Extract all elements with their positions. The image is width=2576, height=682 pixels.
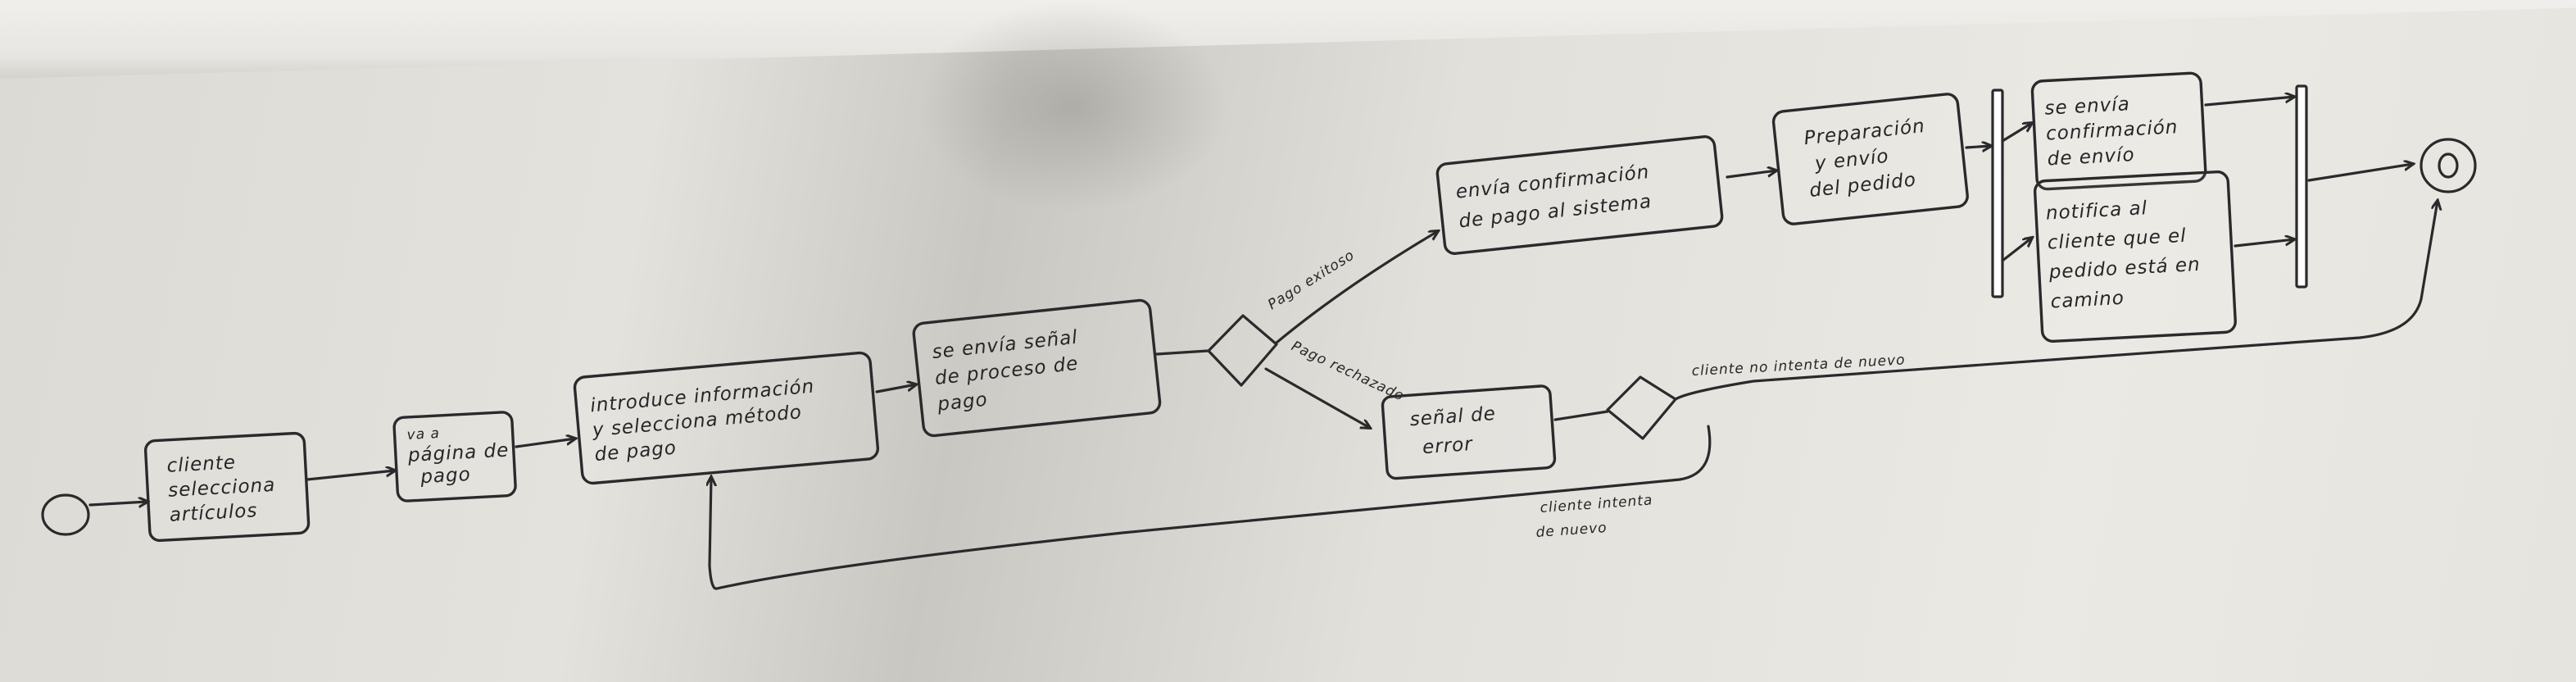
- a1-line1: cliente: [166, 452, 237, 476]
- activity-confirmacion-envio: se envía confirmación de envío: [2030, 71, 2207, 191]
- a9-line2: error: [1422, 434, 1474, 458]
- end-node-outer: [2420, 138, 2477, 193]
- edge-a3-a4: [875, 384, 916, 393]
- edge-a8-join: [2234, 239, 2294, 248]
- edge-fork-a8: [2001, 238, 2032, 262]
- edge-intenta-de-nuevo: [710, 425, 1712, 590]
- activity-cliente-selecciona: cliente selecciona artículos: [143, 431, 311, 543]
- activity-va-a-pagina: va a página de pago: [392, 411, 517, 502]
- start-node: [41, 493, 90, 536]
- activity-introduce-informacion: introduce información y selecciona métod…: [573, 351, 880, 485]
- end-node-inner: [2438, 152, 2459, 179]
- a8-line4: camino: [2050, 288, 2125, 313]
- edge-error-decision: [1553, 410, 1609, 421]
- activity-notifica-cliente: notifica al cliente que el pedido está e…: [2033, 170, 2237, 343]
- edge-a5-a6: [1726, 170, 1776, 179]
- edge-no-intenta: [1674, 201, 2438, 401]
- edge-a6-fork: [1965, 146, 1991, 148]
- activity-envia-confirmacion-pago: envía confirmación de pago al sistema: [1435, 135, 1724, 255]
- glare-shadow: [918, 0, 1229, 213]
- edge-fork-a7: [2001, 123, 2032, 143]
- label-no-intenta: cliente no intenta de nuevo: [1691, 352, 1906, 380]
- label-pago-exitoso: Pago exitoso: [1265, 247, 1358, 313]
- activity-senal-proceso: se envía señal de proceso de pago: [912, 298, 1162, 438]
- a2-line1: va a: [406, 425, 440, 443]
- label-intenta-line2: de nuevo: [1535, 520, 1608, 541]
- decision-pago: [1207, 314, 1278, 387]
- edge-a2-a3: [515, 439, 575, 448]
- activity-senal-error: señal de error: [1381, 384, 1557, 480]
- edge-pago-exitoso: [1275, 231, 1438, 344]
- join-bar: [2295, 84, 2308, 289]
- a4-line3: pago: [936, 389, 989, 416]
- a8-line1: notifica al: [2045, 198, 2147, 224]
- edge-start: [88, 502, 147, 505]
- edge-a4-decision: [1155, 349, 1209, 356]
- a7-line3: de envío: [2047, 144, 2135, 170]
- edge-join-end: [2307, 164, 2413, 182]
- decision-reintento: [1606, 375, 1677, 440]
- a7-line1: se envía: [2044, 93, 2130, 119]
- a1-line3: artículos: [169, 500, 258, 526]
- a2-line3: pago: [420, 464, 472, 488]
- activity-preparacion-envio: Preparación y envío del pedido: [1771, 93, 1969, 225]
- label-intenta-line1: cliente intenta: [1540, 492, 1653, 516]
- edge-a7-join: [2204, 97, 2294, 107]
- edge-pago-rechazado: [1264, 367, 1370, 428]
- edge-a1-a2: [306, 471, 395, 481]
- label-pago-rechazado: Pago rechazado: [1289, 338, 1407, 404]
- fork-bar: [1991, 89, 2004, 298]
